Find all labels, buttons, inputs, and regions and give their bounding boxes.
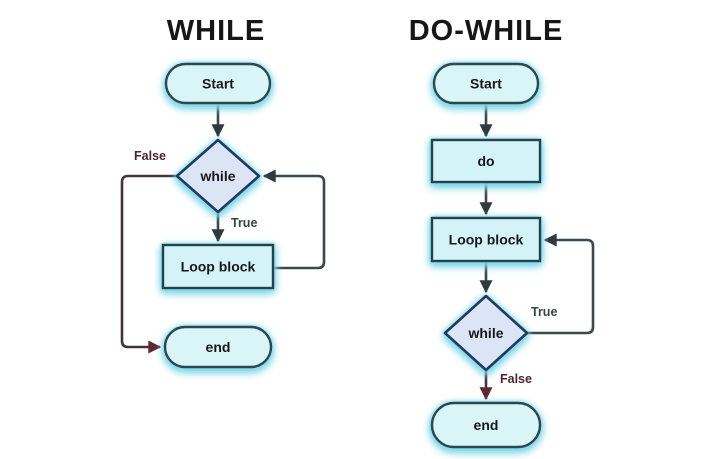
while-end-label: end <box>206 339 231 355</box>
do-while-loop-block-label: Loop block <box>449 232 524 248</box>
while-condition-label: while <box>199 168 235 184</box>
while-condition-shape <box>175 138 261 214</box>
do-while-end-label: end <box>474 417 499 433</box>
do-while-start-label: Start <box>470 76 502 92</box>
while-false-label: False <box>134 149 166 163</box>
while-flowchart: WHILE False True Start while Loop block … <box>120 15 326 369</box>
do-while-title: DO-WHILE <box>409 15 564 47</box>
do-while-edge-true-loopback <box>527 233 595 335</box>
do-while-start-shape <box>432 62 540 105</box>
do-while-condition-shape <box>443 294 529 372</box>
while-end-node: end <box>163 325 273 369</box>
do-while-condition-node: while <box>443 294 529 372</box>
do-while-do-shape <box>430 138 542 184</box>
while-start-node: Start <box>164 62 272 105</box>
while-edge-false <box>120 174 177 354</box>
do-while-end-node: end <box>430 401 542 449</box>
do-while-do-label: do <box>477 153 494 169</box>
do-while-flowchart: DO-WHILE True False Start do Loop block … <box>409 15 595 449</box>
while-end-shape <box>163 325 273 369</box>
do-while-condition-label: while <box>467 325 503 341</box>
while-loop-block-shape <box>161 243 275 290</box>
do-while-do-node: do <box>430 138 542 184</box>
while-loop-block-node: Loop block <box>161 243 275 290</box>
do-while-false-label: False <box>500 372 532 386</box>
do-while-loop-block-shape <box>430 216 542 263</box>
while-title: WHILE <box>167 15 265 47</box>
while-start-label: Start <box>202 76 234 92</box>
do-while-true-label: True <box>531 305 557 319</box>
do-while-end-shape <box>430 401 542 449</box>
while-condition-node: while <box>175 138 261 214</box>
while-start-shape <box>164 62 272 105</box>
do-while-loop-block-node: Loop block <box>430 216 542 263</box>
while-edge-loopback <box>262 169 326 270</box>
while-loop-block-label: Loop block <box>181 259 256 275</box>
do-while-start-node: Start <box>432 62 540 105</box>
while-true-label: True <box>231 216 257 230</box>
